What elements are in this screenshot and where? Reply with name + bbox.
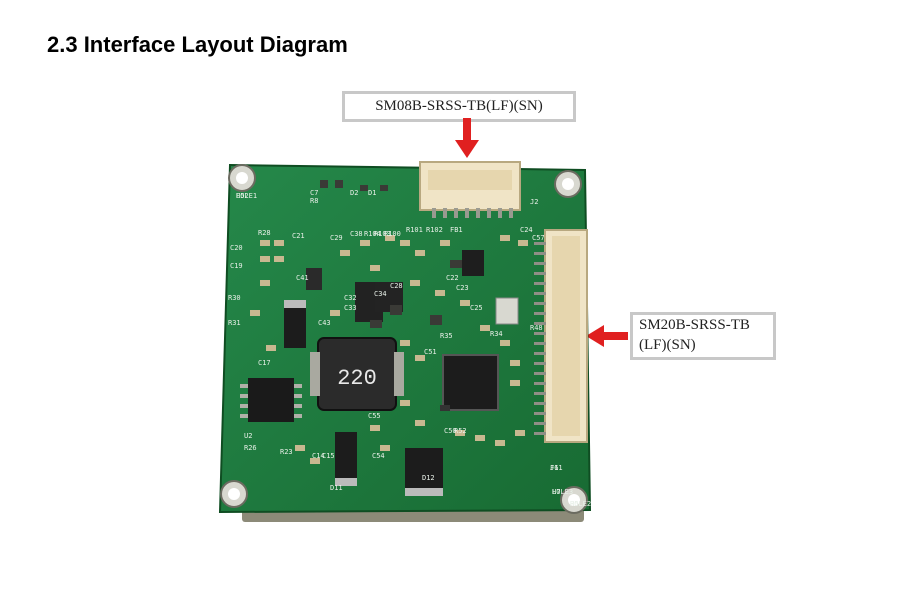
silkscreen-label: C22 [446,274,459,282]
silkscreen-label: R48 [530,324,543,332]
silkscreen-label: C25 [470,304,483,312]
silkscreen-label: R100 [384,230,401,238]
silkscreen-label: C50 [444,427,457,435]
silkscreen-label: C43 [318,319,331,327]
arrow-left-icon [586,325,628,347]
silkscreen-label: R5 [570,500,578,508]
connector-label-right-line2: (LF)(SN) [639,337,696,353]
silkscreen-label: J1 [550,464,558,472]
silkscreen-label: R8 [310,197,318,205]
silkscreen-label: R23 [280,448,293,456]
silkscreen-label: C23 [456,284,469,292]
silkscreen-label: R104 [364,230,381,238]
connector-label-right-line1: SM20B-SRSS-TB [639,317,750,333]
connector-j1 [534,229,588,443]
silkscreen-label: D12 [422,474,435,482]
silkscreen-label: C19 [230,262,243,270]
silkscreen-label: R101 [406,226,423,234]
silkscreen-label: C14 [312,452,325,460]
silkscreen-label: C21 [292,232,305,240]
silkscreen-label: C28 [390,282,403,290]
silkscreen-label: C20 [230,244,243,252]
inductor-220: 220 [310,337,404,411]
silkscreen-label: C55 [368,412,381,420]
silkscreen-label: R26 [244,444,257,452]
silkscreen-label: R34 [490,330,503,338]
connector-label-right: SM20B-SRSS-TB (LF)(SN) [630,312,776,360]
silkscreen-label: J2 [530,198,538,206]
silkscreen-label: C34 [374,290,387,298]
connector-label-top-text: SM08B-SRSS-TB(LF)(SN) [375,98,543,114]
silkscreen-label: C17 [258,359,271,367]
connector-label-top: SM08B-SRSS-TB(LF)(SN) [342,91,576,122]
silkscreen-label: D1 [368,189,376,197]
silkscreen-label: D11 [330,484,343,492]
silkscreen-label: C51 [424,348,437,356]
silkscreen-label: R35 [440,332,453,340]
silkscreen-label: C7 [310,189,318,197]
silkscreen-label: D2 [350,189,358,197]
silkscreen-label: C33 [344,304,357,312]
silkscreen-label: C29 [330,234,343,242]
silkscreen-label: R102 [426,226,443,234]
silkscreen-label: R30 [228,294,241,302]
silkscreen-label: R52 [454,427,467,435]
pcb-board-image: 220 [218,161,591,522]
mount-hole-icon [220,164,588,514]
arrow-down-icon [455,118,479,158]
silkscreen-label: R31 [228,319,241,327]
connector-j2 [419,161,521,218]
silkscreen-label: HOLE2 [570,500,591,508]
silkscreen-label: C32 [344,294,357,302]
silkscreen-label: HOLE3 [552,488,573,496]
silkscreen-label: R103 [374,230,391,238]
silkscreen-label: U2 [244,432,252,440]
silkscreen-label: C57 [532,234,545,242]
silkscreen-label: HOLE1 [236,192,257,200]
silkscreen-label: R28 [258,229,271,237]
section-heading: 2.3 Interface Layout Diagram [47,32,348,57]
silkscreen-label: C38 [350,230,363,238]
silkscreen-label: F61 [550,464,563,472]
inductor-marking: 220 [337,366,377,391]
silkscreen-label: C24 [520,226,533,234]
silkscreen-label: FB1 [450,226,463,234]
silkscreen-label: L7 [552,488,560,496]
silkscreen-label: C52 [236,192,249,200]
silkscreen-label: C41 [296,274,309,282]
silkscreen-label: C15 [322,452,335,460]
silkscreen-label: C54 [372,452,385,460]
